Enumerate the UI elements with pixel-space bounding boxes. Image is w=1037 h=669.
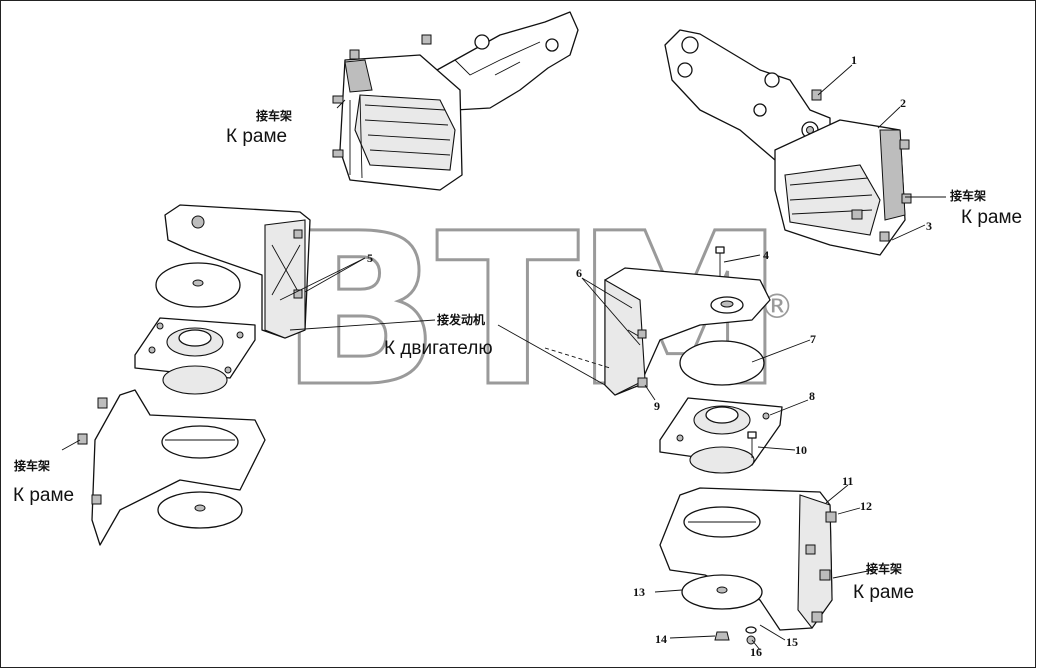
callout-3: 3 [926,219,932,233]
label-ru-frame-left: К раме [13,485,74,506]
callout-16: 16 [750,645,762,659]
callout-15: 15 [786,635,798,649]
top-right-assembly [664,29,912,256]
left-rubber-mount [134,317,256,395]
label-ru-frame-bottom-right: К раме [853,582,914,603]
label-cn-frame-top-right: 接车架 [950,188,986,203]
callout-10: 10 [795,443,807,457]
bolt-4 [715,246,725,276]
right-frame-bracket [659,487,837,631]
right-engine-bracket [604,267,771,396]
washer-16 [745,626,757,645]
left-frame-bracket [77,389,266,546]
callout-6: 6 [576,266,582,280]
label-cn-engine: 接发动机 [437,312,485,327]
callout-12: 12 [860,499,872,513]
spacer-plate-13 [681,574,763,610]
callout-13: 13 [633,585,645,599]
callout-7: 7 [810,332,816,346]
callout-4: 4 [763,248,769,262]
callout-numbers: 1 2 3 4 5 6 7 8 9 10 11 12 13 14 15 16 [367,53,932,659]
spacer-plate-7 [679,340,765,386]
left-spacer-plate [155,262,241,308]
text-labels: 接车架 К раме 接车架 К раме 接车架 К раме 接车架 К р… [13,108,1022,603]
callout-1: 1 [851,53,857,67]
rubber-mount-8 [659,397,783,474]
label-cn-frame-left: 接车架 [14,458,50,473]
label-ru-frame-top-left: К раме [226,126,287,147]
callout-8: 8 [809,389,815,403]
callout-14: 14 [655,632,667,646]
callout-11: 11 [842,474,853,488]
leader-lines [61,64,946,651]
callout-5: 5 [367,251,373,265]
callout-9: 9 [654,399,660,413]
label-cn-frame-bottom-right: 接车架 [866,561,902,576]
label-ru-engine: К двигателю [384,338,493,359]
label-cn-frame-top-left: 接车架 [256,108,292,123]
callout-2: 2 [900,96,906,110]
left-engine-bracket [164,204,311,339]
top-left-assembly [332,11,579,191]
label-ru-frame-top-right: К раме [961,207,1022,228]
bolt-10 [747,431,757,458]
nut-14 [714,631,730,641]
